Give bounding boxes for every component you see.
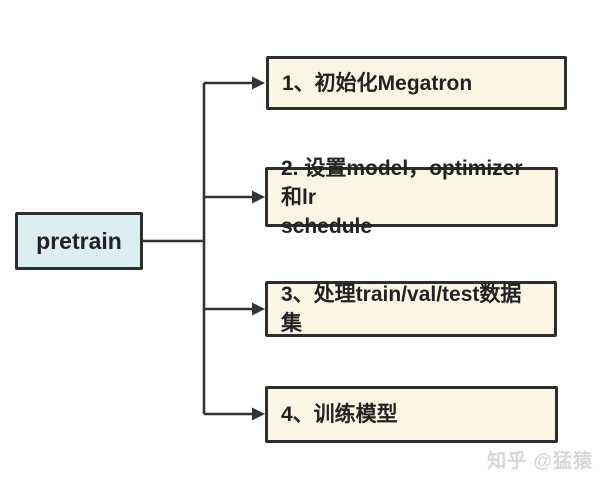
arrowhead-icon [252,302,265,316]
step-box-setup-model-optimizer: 2. 设置model，optimizer和lr schedule [265,157,558,238]
step-label: 4、训练模型 [281,403,398,426]
watermark: 知乎 @猛猿 [487,451,593,472]
pretrain-node-label: pretrain [36,227,122,254]
step-label: 3、处理train/val/test数据集 [281,283,522,335]
step-label: 2. 设置model，optimizer和lr schedule [281,156,523,238]
step-box-init-megatron: 1、初始化Megatron [266,56,567,110]
arrowheads [252,76,265,421]
step-box-process-datasets: 3、处理train/val/test数据集 [265,281,557,337]
arrowhead-icon [252,407,265,421]
connector-group [141,81,252,416]
step-label: 1、初始化Megatron [282,71,473,95]
arrowhead-icon [252,190,265,204]
arrowhead-icon [252,76,265,90]
step-box-train-model: 4、训练模型 [265,386,558,443]
pretrain-node: pretrain [15,212,143,270]
